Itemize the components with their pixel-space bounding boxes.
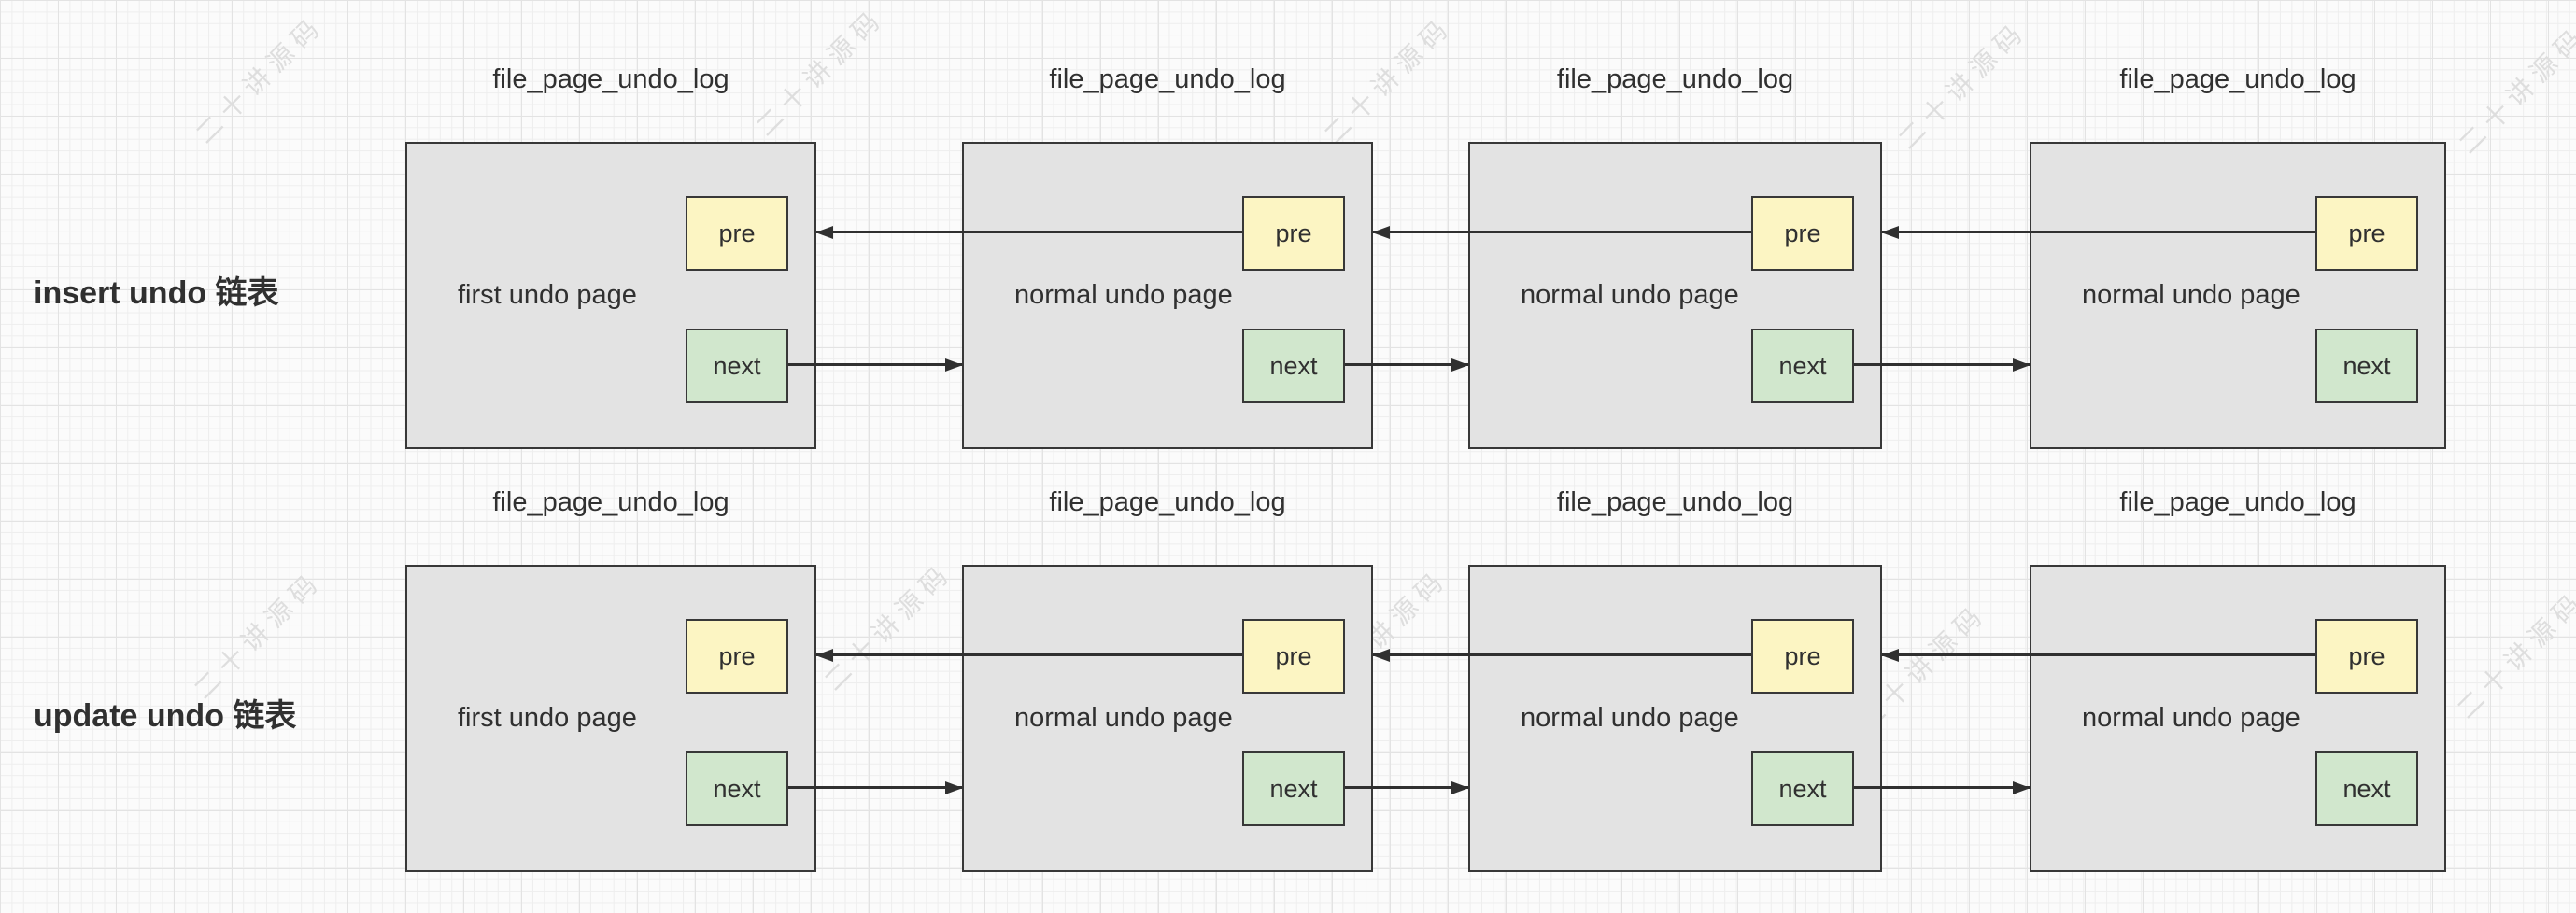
pre-pointer-slot: pre [1242, 619, 1345, 694]
page-name: normal undo page [1014, 280, 1233, 310]
next-pointer-slot: next [1242, 751, 1345, 826]
undo-page-box: normal undo page pre next [962, 142, 1373, 449]
pre-pointer-slot: pre [1242, 196, 1345, 271]
next-pointer-slot: next [1751, 329, 1854, 403]
arrowhead-left-icon [815, 648, 833, 662]
undo-page-box: first undo page pre next [405, 142, 816, 449]
page-name: normal undo page [2082, 703, 2300, 733]
pre-pointer-slot: pre [686, 196, 788, 271]
page-name: first undo page [458, 280, 637, 310]
page-type-label: file_page_undo_log [492, 487, 729, 517]
pre-pointer-slot: pre [2315, 196, 2418, 271]
page-name: normal undo page [1014, 703, 1233, 733]
next-link-arrow [1854, 780, 2031, 794]
arrowhead-right-icon [2013, 780, 2031, 794]
arrowhead-left-icon [1372, 648, 1390, 662]
undo-page-box: normal undo page pre next [2030, 565, 2446, 872]
undo-page-box: normal undo page pre next [2030, 142, 2446, 449]
undo-page-box: normal undo page pre next [1468, 565, 1882, 872]
pre-pointer-slot: pre [2315, 619, 2418, 694]
page-type-label: file_page_undo_log [2119, 487, 2357, 517]
row-label-insert-undo: insert undo 链表 [34, 275, 279, 311]
next-link-arrow [788, 780, 963, 794]
pre-link-arrow [1881, 225, 2315, 239]
pre-pointer-slot: pre [1751, 619, 1854, 694]
pre-link-arrow [815, 225, 1242, 239]
page-type-label: file_page_undo_log [492, 64, 729, 94]
undo-page-box: normal undo page pre next [1468, 142, 1882, 449]
arrowhead-right-icon [1451, 780, 1469, 794]
undo-page-box: first undo page pre next [405, 565, 816, 872]
page-type-label: file_page_undo_log [1049, 64, 1286, 94]
arrowhead-right-icon [2013, 358, 2031, 372]
next-link-arrow [1345, 358, 1469, 372]
next-pointer-slot: next [2315, 751, 2418, 826]
page-type-label: file_page_undo_log [1556, 487, 1794, 517]
next-pointer-slot: next [686, 751, 788, 826]
arrowhead-left-icon [1881, 225, 1899, 239]
page-name: normal undo page [1521, 703, 1739, 733]
pre-pointer-slot: pre [686, 619, 788, 694]
page-type-label: file_page_undo_log [1049, 487, 1286, 517]
page-name: normal undo page [1521, 280, 1739, 310]
arrowhead-right-icon [945, 780, 963, 794]
next-link-arrow [1854, 358, 2031, 372]
pre-link-arrow [1881, 648, 2315, 662]
page-name: normal undo page [2082, 280, 2300, 310]
next-pointer-slot: next [2315, 329, 2418, 403]
next-pointer-slot: next [1751, 751, 1854, 826]
arrowhead-left-icon [1372, 225, 1390, 239]
page-type-label: file_page_undo_log [1556, 64, 1794, 94]
next-pointer-slot: next [686, 329, 788, 403]
arrowhead-left-icon [1881, 648, 1899, 662]
update-undo-list-row: update undo 链表 file_page_undo_log file_p… [0, 423, 2576, 890]
row-label-update-undo: update undo 链表 [34, 698, 297, 734]
undo-page-box: normal undo page pre next [962, 565, 1373, 872]
next-link-arrow [788, 358, 963, 372]
pre-link-arrow [1372, 225, 1751, 239]
arrowhead-right-icon [1451, 358, 1469, 372]
pre-link-arrow [1372, 648, 1751, 662]
page-name: first undo page [458, 703, 637, 733]
pre-pointer-slot: pre [1751, 196, 1854, 271]
pre-link-arrow [815, 648, 1242, 662]
next-pointer-slot: next [1242, 329, 1345, 403]
page-type-label: file_page_undo_log [2119, 64, 2357, 94]
arrowhead-left-icon [815, 225, 833, 239]
next-link-arrow [1345, 780, 1469, 794]
arrowhead-right-icon [945, 358, 963, 372]
insert-undo-list-row: insert undo 链表 file_page_undo_log file_p… [34, 64, 2446, 449]
